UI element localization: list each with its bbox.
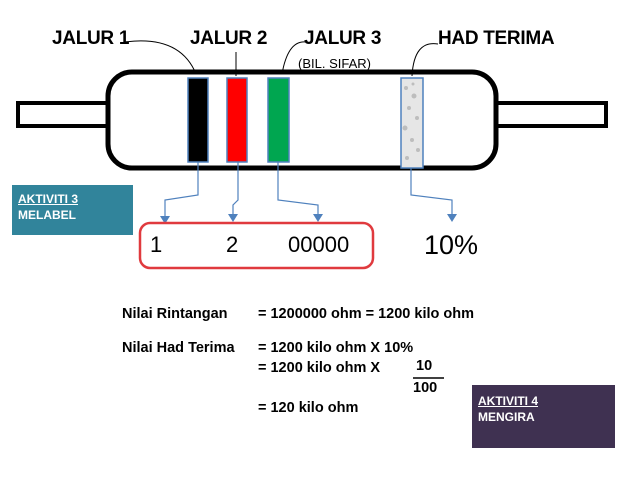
activity-4-subtitle: MENGIRA [478,410,535,424]
arrowhead-2 [228,214,238,222]
label-band-1: JALUR 1 [52,28,130,49]
activity-3-subtitle: MELABEL [18,208,76,222]
arrowhead-1 [160,216,170,224]
band-tolerance-texture [402,82,420,160]
activity-3-badge: AKTIVITI 3 MELABEL [12,185,133,235]
label-band-2: JALUR 2 [190,28,268,49]
arrowhead-3 [313,214,323,222]
band-1 [187,77,209,163]
value-digit-1: 1 [150,232,163,257]
calc-tolerance-expr: = 1200 kilo ohm X 10% [258,340,414,356]
calc-tolerance-label: Nilai Had Terima [122,340,235,356]
arrow-tolerance [410,168,453,218]
activity-4-badge: AKTIVITI 4 MENGIRA [472,385,615,448]
arrow-band-3 [277,162,319,218]
calc-fraction-numerator: 10 [416,358,433,374]
calc-resistance-label: Nilai Rintangan [122,306,228,322]
calc-fraction-denominator: 100 [413,380,438,396]
label-tolerance: HAD TERIMA [438,28,555,49]
activity-4-title: AKTIVITI 4 [478,394,539,408]
arrow-band-1 [164,162,199,220]
arrowhead-4 [447,214,457,222]
resistor-body [105,69,499,171]
calc-result: = 120 kilo ohm [258,400,359,416]
resistor-lead-right [486,101,608,128]
band-tolerance [400,77,424,169]
value-box [138,221,375,270]
resistor-lead-left [16,101,120,128]
leader-tolerance [411,43,439,77]
calc-resistance-expr: = 1200000 ohm = 1200 kilo ohm [258,306,475,322]
arrow-band-2 [232,162,239,218]
band-2 [226,77,248,163]
value-tolerance: 10% [424,230,479,260]
activity-3-title: AKTIVITI 3 [18,192,79,206]
label-band-3: JALUR 3 [304,28,382,49]
calc-fraction-prefix: = 1200 kilo ohm X [258,360,381,376]
leader-band-1 [124,40,197,75]
label-band-3-note: (BIL. SIFAR) [298,56,371,71]
leader-band-3 [281,41,307,75]
value-zeros: 00000 [288,232,350,257]
band-3 [267,77,290,163]
value-digit-2: 2 [226,232,239,257]
